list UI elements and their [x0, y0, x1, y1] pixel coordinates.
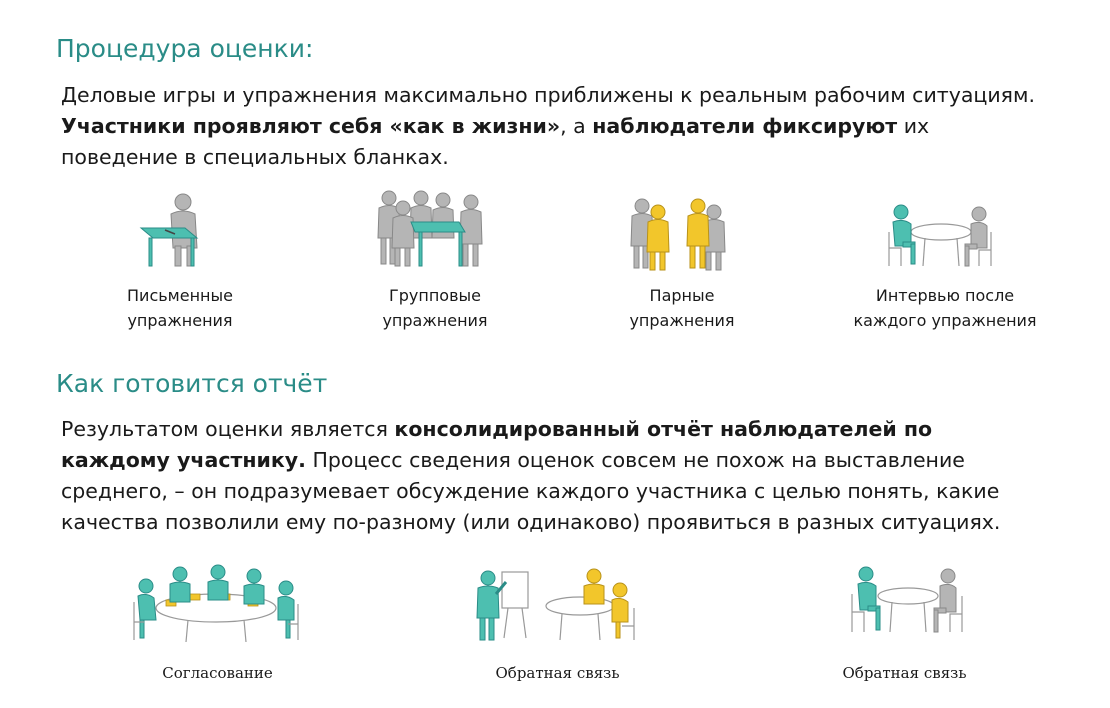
writing-at-desk-icon: [139, 193, 199, 267]
section-heading-procedure: Процедура оценки:: [56, 34, 314, 63]
report-line-3: среднего, – он подразумевает обсуждение …: [61, 479, 1000, 503]
caption-pair-exercises: Парные упражнения: [629, 286, 735, 330]
caption-written-exercises: Письменные упражнения: [127, 286, 233, 330]
report-line-1: Результатом оценки является консолидиров…: [61, 417, 933, 441]
interview-at-table-icon: [888, 204, 992, 267]
section-heading-report: Как готовится отчёт: [56, 369, 328, 398]
one-on-one-feedback-icon: [851, 566, 963, 633]
report-paragraph: Результатом оценки является консолидиров…: [61, 414, 1000, 538]
procedure-paragraph: Деловые игры и упражнения максимально пр…: [61, 80, 1035, 173]
round-table-meeting-icon: [133, 564, 299, 643]
procedure-line-3: поведение в специальных бланках.: [61, 145, 449, 169]
pair-of-people-icon: [630, 198, 726, 271]
group-at-table-icon: [377, 190, 483, 267]
procedure-line-1: Деловые игры и упражнения максимально пр…: [61, 83, 1035, 107]
caption-feedback-group: Обратная связь: [495, 664, 620, 682]
caption-agreement: Согласование: [162, 664, 273, 682]
caption-feedback-individual: Обратная связь: [842, 664, 967, 682]
caption-interview: Интервью после каждого упражнения: [853, 286, 1037, 330]
flipchart-feedback-icon: [476, 568, 635, 641]
procedure-line-2: Участники проявляют себя «как в жизни», …: [61, 114, 930, 138]
report-line-4: качества позволили ему по-разному (или о…: [61, 510, 1001, 534]
caption-group-exercises: Групповые упражнения: [382, 286, 488, 330]
report-line-2: каждому участнику. Процесс сведения оцен…: [61, 448, 965, 472]
